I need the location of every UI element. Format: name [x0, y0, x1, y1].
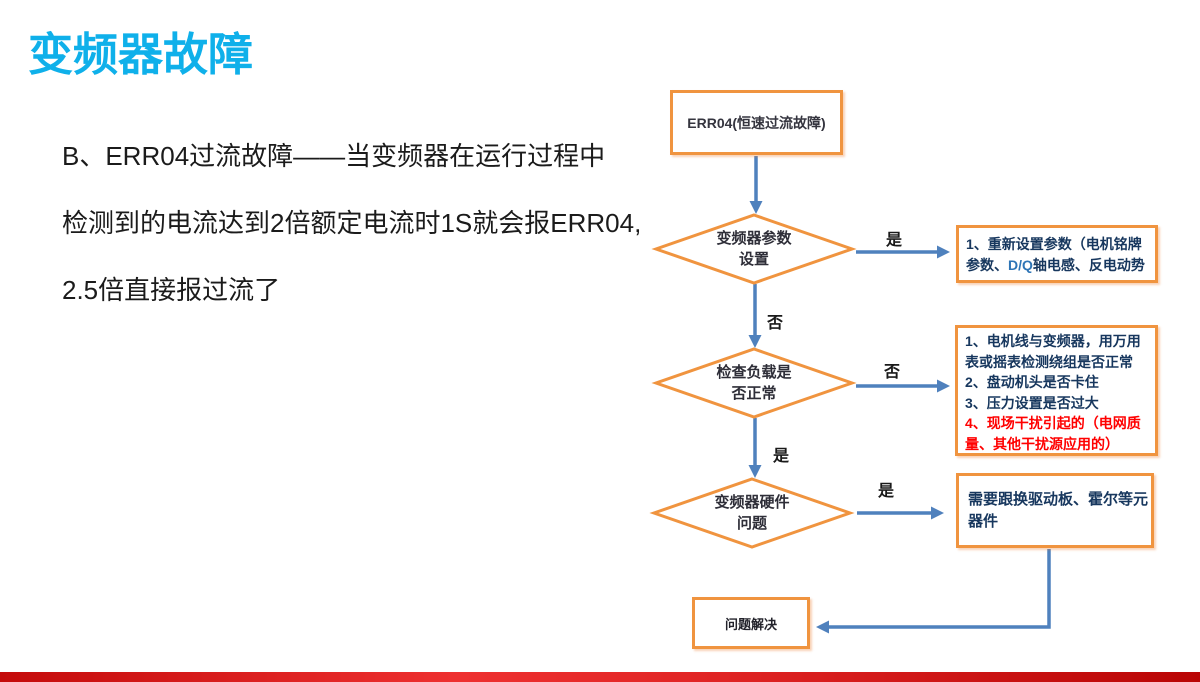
- diamond-1-line: 设置: [738, 251, 769, 268]
- arrowhead: [937, 245, 950, 259]
- paragraph-line: B、ERR04过流故障——当变频器在运行过程中: [62, 141, 606, 171]
- box1-line-segment: 轴电感、反电动势: [1032, 257, 1145, 273]
- diamond-1-line: 变频器参数: [716, 230, 792, 247]
- diamond-2-label: 检查负载是 否正常: [656, 349, 852, 417]
- arrowhead: [937, 379, 950, 393]
- arrowhead: [816, 620, 829, 634]
- diamond-2-shape: [651, 347, 857, 419]
- arrowhead: [748, 335, 762, 348]
- branch-label-no: 否: [767, 315, 784, 332]
- diamond-1-shape: [651, 213, 857, 285]
- arrow-box3-to-end: [827, 549, 1051, 629]
- paragraph-line: 检测到的电流达到2倍额定电流时1S就会报ERR04,: [62, 208, 642, 238]
- branch-label-yes: 是: [878, 483, 895, 500]
- footer-accent-bar: [0, 672, 1200, 682]
- box2-line: 2、盘动机头是否卡住: [965, 374, 1099, 390]
- diamond-1-label: 变频器参数 设置: [656, 215, 852, 283]
- box2-line: 3、压力设置是否过大: [965, 394, 1099, 411]
- diamond-2-line: 检查负载是: [716, 364, 792, 381]
- diamond-3-line: 问题: [736, 515, 767, 532]
- box1-line: 1、重新设置参数（电机铭牌: [966, 236, 1142, 252]
- box1-line-segment-dq: D/Q: [1008, 257, 1033, 273]
- branch-label-yes: 是: [886, 232, 903, 249]
- slide-title: 变频器故障: [28, 29, 254, 80]
- diamond-3-label: 变频器硬件 问题: [654, 479, 850, 547]
- box3-line: 器件: [968, 512, 999, 530]
- flow-end-node: 问题解决: [692, 597, 810, 649]
- box1-line: 参数、D/Q轴电感、反电动势: [966, 255, 1155, 276]
- box2-line: 表或摇表检测绕组是否正常: [965, 353, 1133, 370]
- box2-line: 1、电机线与变频器，用万用: [965, 333, 1141, 349]
- box2-alert-line: 量、其他干扰源应用的）: [965, 435, 1119, 452]
- paragraph-line: 2.5倍直接报过流了: [62, 275, 281, 305]
- branch-label-yes: 是: [773, 448, 790, 465]
- branch-label-no: 否: [884, 364, 901, 381]
- box3-line: 需要跟换驱动板、霍尔等元: [968, 490, 1149, 508]
- box2-alert-line: 4、现场干扰引起的（电网质: [965, 415, 1141, 431]
- diamond-3-line: 变频器硬件: [714, 494, 790, 511]
- flow-result-box-1: 1、重新设置参数（电机铭牌 参数、D/Q轴电感、反电动势: [956, 225, 1158, 283]
- flow-end-label: 问题解决: [724, 616, 777, 632]
- diamond-3-shape: [649, 477, 855, 549]
- box1-line-segment: 参数、: [966, 257, 1008, 273]
- flow-start-label: ERR04(恒速过流故障): [687, 114, 826, 131]
- arrowhead: [749, 201, 763, 214]
- diamond-2-line: 否正常: [731, 385, 777, 402]
- flow-start-node: ERR04(恒速过流故障): [670, 90, 843, 155]
- arrowhead: [931, 506, 944, 520]
- flow-result-box-2: 1、电机线与变频器，用万用 表或摇表检测绕组是否正常 2、盘动机头是否卡住 3、…: [955, 325, 1158, 456]
- flow-result-box-3: 需要跟换驱动板、霍尔等元 器件: [956, 473, 1154, 548]
- arrowhead: [748, 465, 762, 478]
- description-paragraph: B、ERR04过流故障——当变频器在运行过程中 检测到的电流达到2倍额定电流时1…: [62, 136, 682, 337]
